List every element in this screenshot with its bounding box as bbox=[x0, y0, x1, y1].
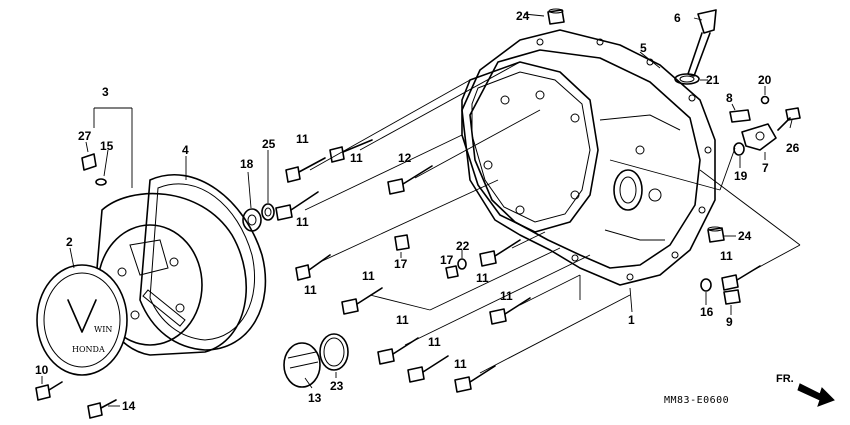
callout-11-a: 11 bbox=[296, 132, 309, 146]
filler-boss bbox=[613, 169, 643, 211]
callout-11-f: 11 bbox=[304, 283, 317, 297]
callout-11-d: 11 bbox=[476, 271, 489, 285]
callout-1: 1 bbox=[628, 313, 635, 327]
callout-2: 2 bbox=[66, 235, 73, 249]
callout-4: 4 bbox=[182, 143, 189, 157]
bolt-11-k bbox=[454, 365, 496, 393]
bolt-12 bbox=[387, 165, 433, 195]
callout-3: 3 bbox=[102, 85, 109, 99]
emblem-cap-body bbox=[36, 264, 128, 376]
oring-19 bbox=[733, 142, 745, 156]
collar-17-a bbox=[394, 234, 410, 251]
cover-inner-rim bbox=[461, 61, 599, 233]
front-direction-indicator: FR. bbox=[776, 373, 835, 407]
callout-11-g: 11 bbox=[362, 269, 375, 283]
callout-5: 5 bbox=[640, 41, 647, 55]
dipstick-handle bbox=[697, 9, 717, 34]
oil-dipstick bbox=[674, 9, 717, 85]
callout-9: 9 bbox=[726, 315, 733, 329]
callout-25: 25 bbox=[262, 137, 276, 151]
bolt-11-g bbox=[489, 297, 531, 325]
collar-17-b bbox=[445, 265, 459, 279]
callout-15: 15 bbox=[100, 139, 114, 153]
callout-6: 6 bbox=[674, 11, 681, 25]
callout-14: 14 bbox=[122, 399, 136, 413]
callout-27: 27 bbox=[78, 129, 92, 143]
callout-21: 21 bbox=[706, 73, 720, 87]
callout-24-top: 24 bbox=[516, 9, 530, 23]
washer-20 bbox=[760, 95, 770, 105]
callout-17-a: 17 bbox=[394, 257, 408, 271]
callout-11-e: 11 bbox=[720, 249, 733, 263]
callout-8: 8 bbox=[726, 91, 733, 105]
washer-16 bbox=[700, 278, 712, 292]
oring-23 bbox=[319, 333, 349, 371]
bolt-26 bbox=[785, 107, 801, 121]
dowel-pin-top bbox=[547, 8, 565, 25]
emblem-cap: WIN HONDA bbox=[36, 264, 128, 376]
pin-8 bbox=[729, 109, 751, 123]
callout-18: 18 bbox=[240, 157, 254, 171]
bolt-14 bbox=[87, 399, 117, 419]
bolt-11-f bbox=[341, 287, 383, 315]
bracket-7 bbox=[741, 123, 777, 151]
bolt-9 bbox=[723, 289, 741, 305]
callout-11-h: 11 bbox=[500, 289, 513, 303]
oring-21 bbox=[674, 73, 700, 85]
oring-25 bbox=[261, 203, 275, 221]
washer-22 bbox=[457, 258, 467, 270]
washer-15 bbox=[95, 178, 107, 186]
bolt-11-c bbox=[275, 191, 319, 221]
gasket-holes bbox=[536, 38, 712, 281]
crankcase-cover bbox=[461, 29, 716, 286]
callout-11-i: 11 bbox=[396, 313, 409, 327]
callout-13: 13 bbox=[308, 391, 322, 405]
filler-boss-inner bbox=[619, 176, 637, 204]
vwin-logo-win: WIN bbox=[94, 325, 112, 334]
filler-cap-13 bbox=[283, 342, 321, 388]
callout-20: 20 bbox=[758, 73, 772, 87]
dowel-pin-right bbox=[707, 226, 725, 243]
honda-logo: HONDA bbox=[72, 345, 105, 354]
callout-11-c: 11 bbox=[296, 215, 309, 229]
callout-10: 10 bbox=[35, 363, 49, 377]
outer-cover-gasket-inner bbox=[149, 183, 256, 341]
diagram-code: MM83-E0600 bbox=[664, 395, 729, 406]
outer-cover bbox=[95, 174, 267, 356]
bolt-10 bbox=[35, 381, 63, 401]
callout-19: 19 bbox=[734, 169, 748, 183]
vwin-logo-v bbox=[67, 299, 97, 333]
bolt-11-e bbox=[479, 239, 521, 267]
callout-16: 16 bbox=[700, 305, 714, 319]
pulse-generator-assembly bbox=[729, 95, 801, 156]
callout-11-b: 11 bbox=[350, 151, 363, 165]
dipstick-shaft bbox=[687, 32, 711, 77]
cover-inner-rim-2 bbox=[471, 71, 591, 223]
callout-22: 22 bbox=[456, 239, 470, 253]
callout-24-right: 24 bbox=[738, 229, 752, 243]
cover-body bbox=[469, 49, 701, 269]
direction-label: FR. bbox=[776, 373, 794, 385]
leader-lines bbox=[41, 13, 801, 407]
outer-cover-gasket bbox=[139, 174, 267, 351]
front-arrow-icon bbox=[797, 383, 835, 407]
bolt-11-i bbox=[407, 355, 449, 383]
bolt-11-d bbox=[295, 254, 331, 281]
callout-12: 12 bbox=[398, 151, 412, 165]
callout-23: 23 bbox=[330, 379, 344, 393]
callout-11-k: 11 bbox=[454, 357, 467, 371]
callout-11-j: 11 bbox=[428, 335, 441, 349]
bolt-27 bbox=[81, 153, 97, 171]
callout-17-b: 17 bbox=[440, 253, 454, 267]
callout-26: 26 bbox=[786, 141, 800, 155]
bolt-11-a bbox=[285, 157, 326, 183]
callout-labels: 24 6 5 21 20 8 26 19 7 3 27 15 4 11 11 1… bbox=[35, 9, 800, 413]
callout-7: 7 bbox=[762, 161, 769, 175]
bolts bbox=[35, 139, 761, 419]
seal-18 bbox=[242, 208, 262, 232]
